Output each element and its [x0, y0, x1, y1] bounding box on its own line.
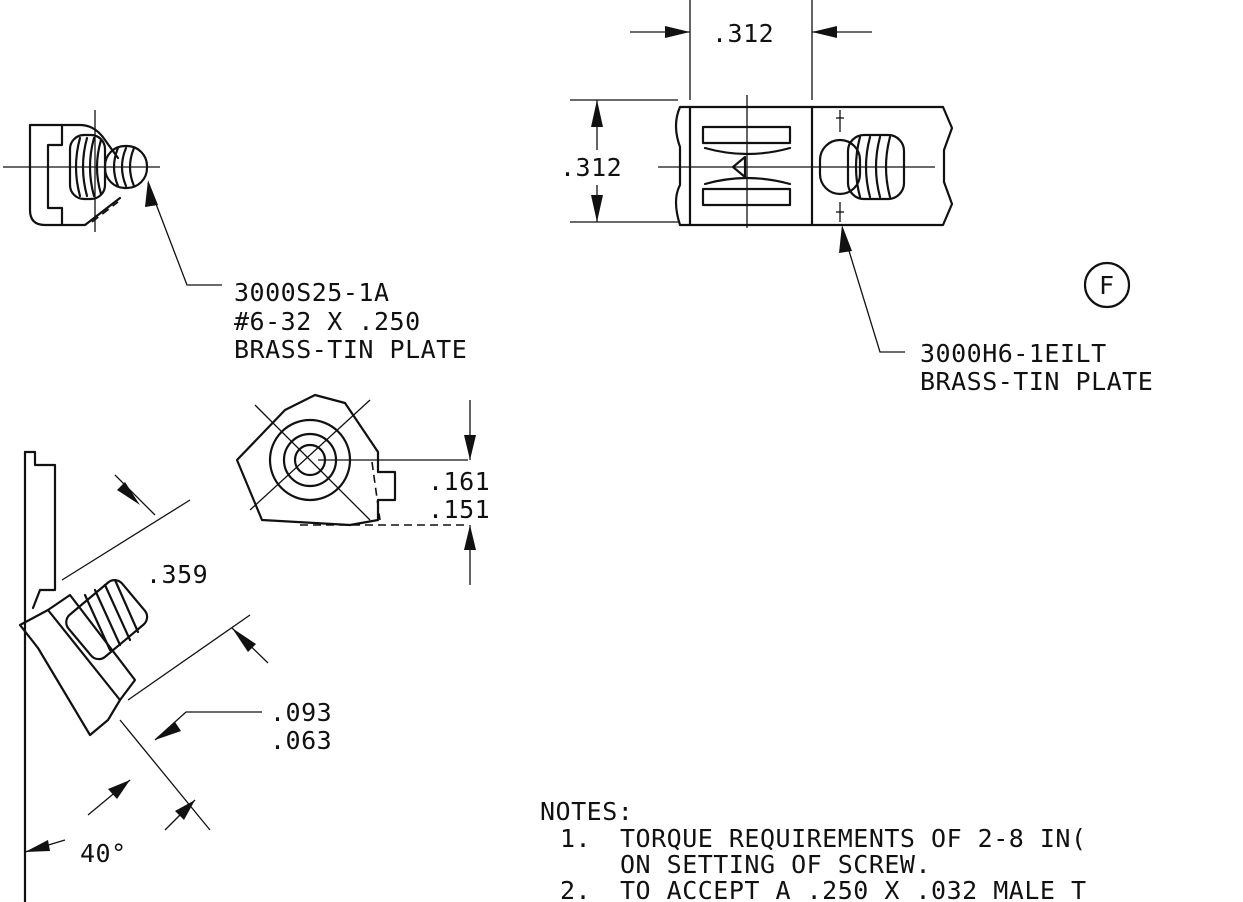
- thickness-max-value: .093: [270, 698, 332, 727]
- screw-leader: [145, 180, 222, 286]
- notes-heading: NOTES:: [540, 797, 633, 826]
- angle-value: 40°: [80, 839, 127, 868]
- screw-part-number: 3000S25-1A: [234, 278, 390, 307]
- hole-detail-view: .161 .151: [235, 393, 490, 585]
- screw-callout: 3000S25-1A #6-32 X .250 BRASS-TIN PLATE: [234, 278, 467, 364]
- note-2-line-1: TO ACCEPT A .250 X .032 MALE T: [620, 876, 1087, 902]
- note-1-line-1: TORQUE REQUIREMENTS OF 2-8 IN(: [620, 824, 1087, 853]
- housing-leader: [839, 225, 905, 353]
- note-1-number: 1.: [560, 824, 591, 853]
- housing-part-number: 3000H6-1EILT: [920, 339, 1107, 368]
- housing-height-dimension: .312: [560, 99, 678, 223]
- screw-material: BRASS-TIN PLATE: [234, 335, 467, 364]
- notes-block: NOTES: 1. TORQUE REQUIREMENTS OF 2-8 IN(…: [540, 797, 1087, 902]
- housing-width-dimension: .312: [630, 0, 872, 100]
- housing-height-value: .312: [560, 153, 622, 182]
- note-2-number: 2.: [560, 876, 591, 902]
- housing-callout: 3000H6-1EILT BRASS-TIN PLATE: [920, 339, 1153, 396]
- hole-min-value: .151: [428, 495, 490, 524]
- note-1-line-2: ON SETTING OF SCREW.: [620, 850, 931, 879]
- length-value: .359: [146, 560, 208, 589]
- angle-dimension: 40°: [24, 839, 127, 868]
- thickness-min-value: .063: [270, 726, 332, 755]
- thickness-dimension: .093 .063: [87, 698, 332, 831]
- angled-side-view: [18, 450, 211, 902]
- screw-side-view: [3, 110, 160, 232]
- screw-thread-spec: #6-32 X .250: [234, 307, 421, 336]
- housing-top-view: [658, 95, 954, 228]
- hole-max-value: .161: [428, 467, 490, 496]
- length-dimension: .359: [61, 474, 269, 701]
- view-marker: F: [1083, 261, 1131, 309]
- housing-width-value: .312: [712, 19, 774, 48]
- view-marker-letter: F: [1099, 271, 1115, 300]
- housing-material: BRASS-TIN PLATE: [920, 367, 1153, 396]
